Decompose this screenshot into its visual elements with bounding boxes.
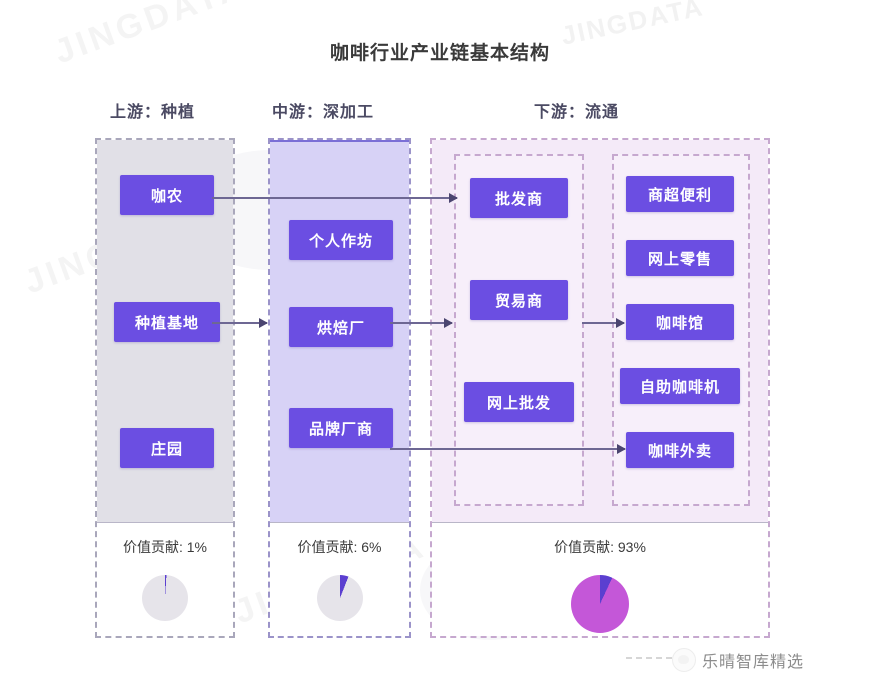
- pie-chart-upstream: [142, 575, 188, 621]
- pie-chart-downstream: [571, 575, 629, 633]
- node-downstream-retail-0[interactable]: 商超便利: [626, 176, 734, 212]
- column-upstream: 咖农 种植基地 庄园 价值贡献: 1%: [95, 138, 235, 638]
- arrow-trader-to-retail: [582, 318, 625, 328]
- node-midstream-2[interactable]: 品牌厂商: [289, 408, 393, 448]
- value-contribution-midstream: 价值贡献: 6%: [297, 539, 382, 555]
- brand-watermark: 乐晴智库精选: [672, 648, 804, 672]
- arrow-brand-to-delivery: [390, 444, 626, 454]
- pie-chart-midstream: [316, 575, 363, 621]
- column-midstream: 个人作坊 烘焙厂 品牌厂商 价值贡献: 6%: [268, 138, 411, 638]
- node-downstream-distribution-1[interactable]: 贸易商: [470, 280, 568, 320]
- node-downstream-distribution-2[interactable]: 网上批发: [464, 382, 574, 422]
- arrow-roastery-to-distribution: [390, 318, 453, 328]
- brand-divider: [626, 657, 672, 659]
- node-downstream-retail-4[interactable]: 咖啡外卖: [626, 432, 734, 468]
- arrow-plantation-to-midstream: [212, 318, 268, 328]
- node-midstream-1[interactable]: 烘焙厂: [289, 307, 393, 347]
- column-upstream-body: 咖农 种植基地 庄园: [97, 140, 233, 522]
- group-distribution: 批发商 贸易商 网上批发: [454, 154, 584, 506]
- leaf-icon: [672, 648, 696, 672]
- brand-label: 乐晴智库精选: [702, 654, 805, 671]
- column-downstream-footer: 价值贡献: 93%: [432, 522, 768, 636]
- column-downstream-body: 批发商 贸易商 网上批发 商超便利 网上零售 咖啡馆 自助咖啡机 咖啡外卖: [432, 140, 768, 522]
- column-downstream: 批发商 贸易商 网上批发 商超便利 网上零售 咖啡馆 自助咖啡机 咖啡外卖 价值…: [430, 138, 770, 638]
- node-downstream-retail-3[interactable]: 自助咖啡机: [620, 368, 740, 404]
- value-contribution-downstream: 价值贡献: 93%: [554, 539, 646, 555]
- stage-header-upstream: 上游：种植: [110, 104, 196, 121]
- node-downstream-distribution-0[interactable]: 批发商: [470, 178, 568, 218]
- node-downstream-retail-1[interactable]: 网上零售: [626, 240, 734, 276]
- column-midstream-footer: 价值贡献: 6%: [270, 522, 409, 636]
- column-upstream-footer: 价值贡献: 1%: [97, 522, 233, 636]
- node-upstream-0[interactable]: 咖农: [120, 175, 214, 215]
- page-title: 咖啡行业产业链基本结构: [329, 43, 550, 64]
- node-upstream-1[interactable]: 种植基地: [114, 302, 220, 342]
- node-upstream-2[interactable]: 庄园: [120, 428, 214, 468]
- arrow-farmer-to-wholesale: [212, 193, 458, 203]
- value-contribution-upstream: 价值贡献: 1%: [122, 539, 207, 555]
- group-retail: 商超便利 网上零售 咖啡馆 自助咖啡机 咖啡外卖: [612, 154, 750, 506]
- column-midstream-body: 个人作坊 烘焙厂 品牌厂商: [270, 140, 409, 522]
- node-midstream-0[interactable]: 个人作坊: [289, 220, 393, 260]
- stage-header-midstream: 中游：深加工: [272, 104, 375, 121]
- node-downstream-retail-2[interactable]: 咖啡馆: [626, 304, 734, 340]
- stage-header-downstream: 下游：流通: [534, 104, 620, 121]
